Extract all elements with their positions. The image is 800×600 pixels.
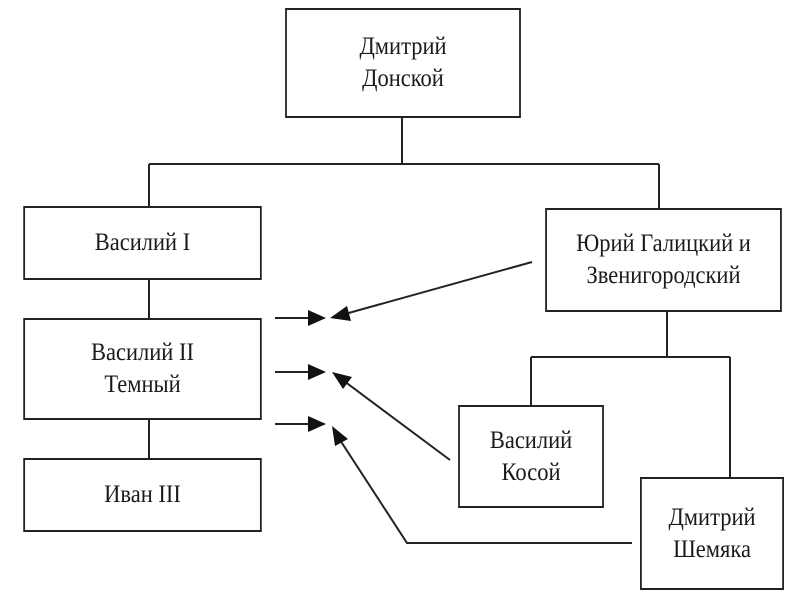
node-label-line: Василий II — [91, 339, 194, 366]
node-dmitry-shemyaka: Дмитрий Шемяка — [640, 477, 784, 590]
arrow-vasily2-1-head — [308, 310, 326, 326]
arrow-vasily2-2-head — [308, 364, 326, 380]
node-label-line: Иван III — [104, 481, 181, 508]
arrow-shemyaka-head — [332, 426, 348, 446]
node-label-line: Звенигородский — [586, 262, 741, 289]
node-dmitry-donskoy: Дмитрий Донской — [285, 8, 521, 118]
node-vasily-2-temny: Василий II Темный — [23, 318, 262, 420]
node-yury-galitsky: Юрий Галицкий и Звенигородский — [545, 208, 782, 312]
node-label-line: Темный — [104, 371, 181, 398]
node-label-line: Дмитрий — [668, 503, 756, 531]
arrow-yury-head — [330, 306, 351, 321]
node-label-line: Юрий Галицкий и — [576, 230, 751, 257]
arrow-vasily2-3-head — [308, 416, 326, 432]
arrow-kosoy-head — [332, 372, 352, 389]
node-vasily-kosoy: Василий Косой — [458, 405, 604, 508]
node-vasily-1: Василий I — [23, 206, 262, 280]
node-label-line: Донской — [362, 65, 444, 92]
node-label-line: Василий — [489, 426, 573, 454]
node-label-line: Дмитрий — [359, 33, 447, 60]
node-ivan-3: Иван III — [23, 458, 262, 532]
arrow-kosoy-line — [343, 380, 451, 461]
node-label-line: Косой — [501, 458, 561, 486]
node-label-line: Шемяка — [673, 535, 751, 563]
arrow-shemyaka-line — [339, 439, 632, 544]
arrow-yury-line — [344, 261, 533, 315]
node-label-line: Василий I — [94, 229, 191, 256]
